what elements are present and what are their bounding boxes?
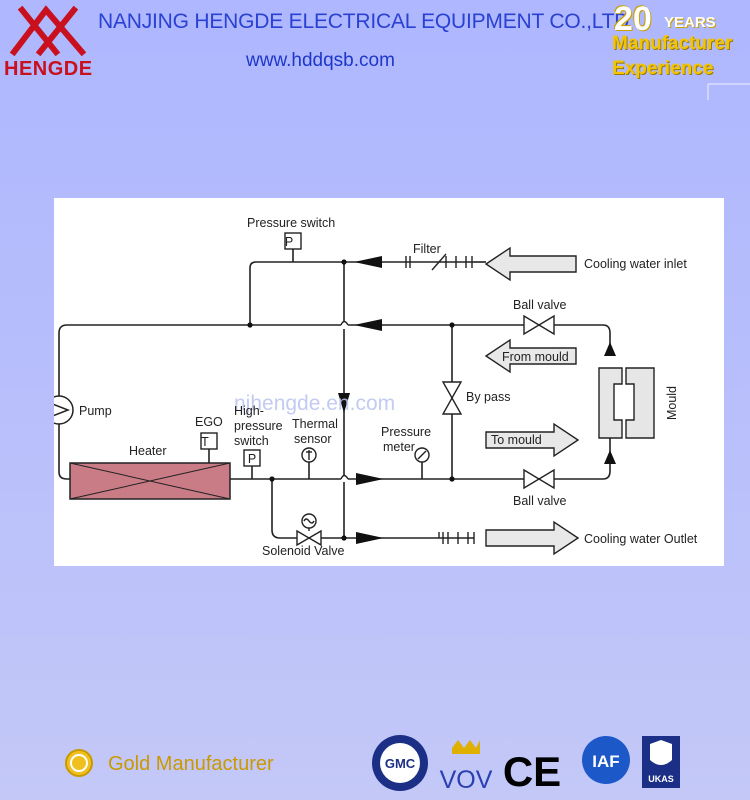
label-pressure-switch: Pressure switch [247, 216, 335, 230]
label-bypass: By pass [466, 390, 510, 404]
label-high-pressure-1: High- [234, 404, 264, 418]
thermal-sensor-icon [301, 447, 317, 463]
ce-mark: CE [503, 748, 561, 795]
bypass-valve-icon [441, 381, 463, 415]
mould-icon [598, 367, 655, 439]
certification-logos: GMC VOV CE IAF UKAS [372, 735, 680, 795]
vov-text: VOV [440, 766, 493, 794]
to-mould-arrow-icon [485, 422, 580, 458]
company-name: NANJING HENGDE ELECTRICAL EQUIPMENT CO.,… [98, 10, 630, 33]
badge-line-manufacturer: Manufacturer [612, 33, 733, 54]
label-ego: EGO [195, 415, 223, 429]
gold-medal-icon [65, 749, 93, 777]
label-cooling-outlet: Cooling water Outlet [584, 532, 698, 546]
pressure-meter-icon [414, 447, 430, 463]
ego-symbol: T [201, 435, 209, 449]
ukas-text: UKAS [648, 774, 674, 784]
label-thermal-2: sensor [294, 432, 332, 446]
watermark: njhengde.en.com [234, 392, 395, 415]
inlet-arrow-icon [484, 246, 577, 282]
ukas-logo-icon: UKAS [642, 736, 680, 788]
pump-icon [54, 395, 74, 425]
ball-valve-top-icon [523, 314, 555, 336]
gmc-text: GMC [385, 756, 416, 771]
high-pressure-symbol: P [248, 452, 256, 466]
logo-text: HENGDE [4, 58, 93, 80]
label-pressure-meter-2: meter [383, 440, 415, 454]
label-heater: Heater [129, 444, 167, 458]
years-number: 20 [614, 0, 652, 38]
ball-valve-bottom-icon [523, 468, 555, 490]
label-high-pressure-3: switch [234, 434, 269, 448]
gold-manufacturer-label: Gold Manufacturer [108, 753, 274, 775]
decorative-lines [707, 83, 750, 100]
flow-diagram: Pressure switch P Filter Cooling water i… [54, 216, 698, 558]
iaf-logo-icon: IAF [582, 736, 630, 784]
hengde-logo-icon [9, 5, 87, 56]
label-thermal-1: Thermal [292, 417, 338, 431]
outlet-arrow-icon [485, 520, 580, 556]
label-solenoid-valve: Solenoid Valve [262, 544, 345, 558]
diagram-panel: Pressure switch P Filter Cooling water i… [54, 198, 724, 566]
years-word: YEARS [664, 14, 716, 31]
label-pressure-meter-1: Pressure [381, 425, 431, 439]
label-filter: Filter [413, 242, 441, 256]
pressure-switch-symbol: P [285, 235, 293, 249]
label-from-mould: From mould [502, 350, 569, 364]
badge-line-experience: Experience [612, 58, 714, 79]
label-pump: Pump [79, 404, 112, 418]
label-ball-valve-top: Ball valve [513, 298, 567, 312]
website-link[interactable]: www.hddqsb.com [246, 50, 395, 71]
from-mould-arrow-icon [484, 338, 577, 374]
label-high-pressure-2: pressure [234, 419, 283, 433]
label-mould: Mould [665, 386, 679, 420]
gmc-logo-icon: GMC [372, 735, 428, 791]
label-ball-valve-bottom: Ball valve [513, 494, 567, 508]
iaf-text: IAF [592, 752, 619, 771]
label-to-mould: To mould [491, 433, 542, 447]
heater-icon [69, 462, 231, 500]
solenoid-valve-icon [296, 513, 322, 547]
label-cooling-inlet: Cooling water inlet [584, 257, 687, 271]
vov-logo-icon: VOV [440, 740, 493, 794]
